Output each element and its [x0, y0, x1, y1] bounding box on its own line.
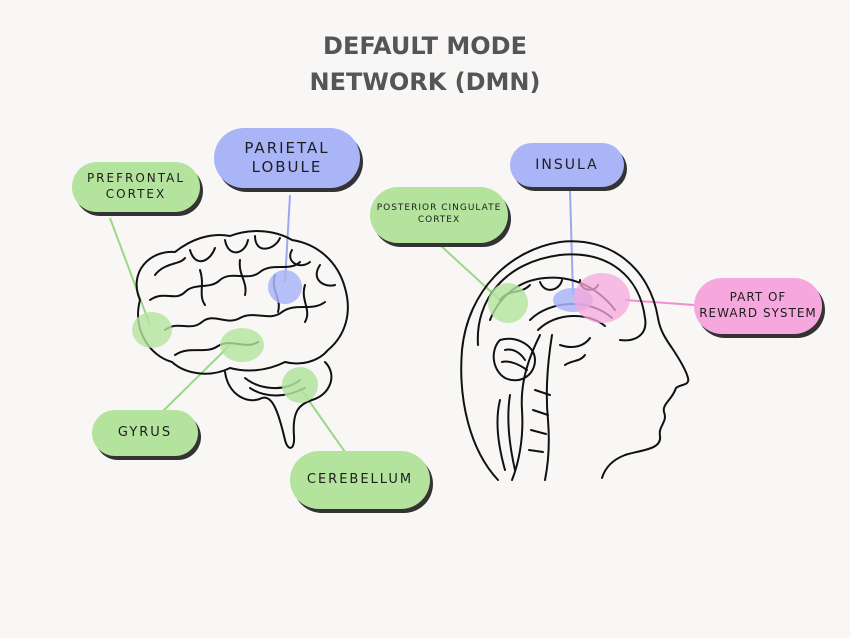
prefrontal-region: [132, 312, 172, 348]
diagram-title-line1: DEFAULT MODE: [323, 32, 527, 60]
posterior-cingulate-label-line1: POSTERIOR CINGULATE: [376, 203, 502, 214]
prefrontal-cortex-label-line1: PREFRONTAL: [86, 171, 186, 186]
gyrus-connector: [159, 344, 231, 415]
cerebellum-region: [282, 367, 318, 403]
prefrontal-connector: [109, 217, 151, 326]
gyrus-label-text: GYRUS: [117, 424, 173, 440]
sagittal-head-illustration: [460, 240, 690, 481]
posterior-cingulate-cortex-label: POSTERIOR CINGULATE CORTEX: [370, 187, 508, 243]
parietal-lobule-label-line1: PARIETAL: [244, 138, 330, 157]
gyrus-region: [220, 328, 264, 362]
reward-connector: [624, 299, 695, 306]
prefrontal-cortex-label-line2: CORTEX: [105, 187, 167, 201]
gyrus-label: GYRUS: [92, 410, 198, 456]
prefrontal-cortex-label: PREFRONTAL CORTEX: [72, 162, 200, 212]
cerebellum-label-text: CEREBELLUM: [306, 471, 414, 487]
parietal-lobule-label: PARIETAL LOBULE: [214, 128, 360, 188]
reward-system-label: PART OF REWARD SYSTEM: [694, 278, 822, 334]
diagram-title-line2: NETWORK (DMN): [309, 68, 541, 96]
reward-system-label-line1: PART OF: [729, 290, 787, 305]
posterior-cingulate-connector: [439, 244, 501, 301]
posterior-cingulate-label-line2: CORTEX: [417, 215, 461, 225]
insula-label-text: INSULA: [535, 156, 599, 173]
reward-region: [574, 273, 630, 323]
parietal-region: [268, 270, 302, 304]
lateral-brain-illustration: [135, 230, 349, 449]
reward-system-label-line2: REWARD SYSTEM: [699, 306, 817, 320]
cerebellum-label: CEREBELLUM: [290, 451, 430, 509]
insula-label: INSULA: [510, 143, 624, 187]
parietal-lobule-label-line2: LOBULE: [251, 158, 323, 176]
posterior-cingulate-region: [488, 283, 528, 323]
insula-connector: [569, 189, 574, 296]
